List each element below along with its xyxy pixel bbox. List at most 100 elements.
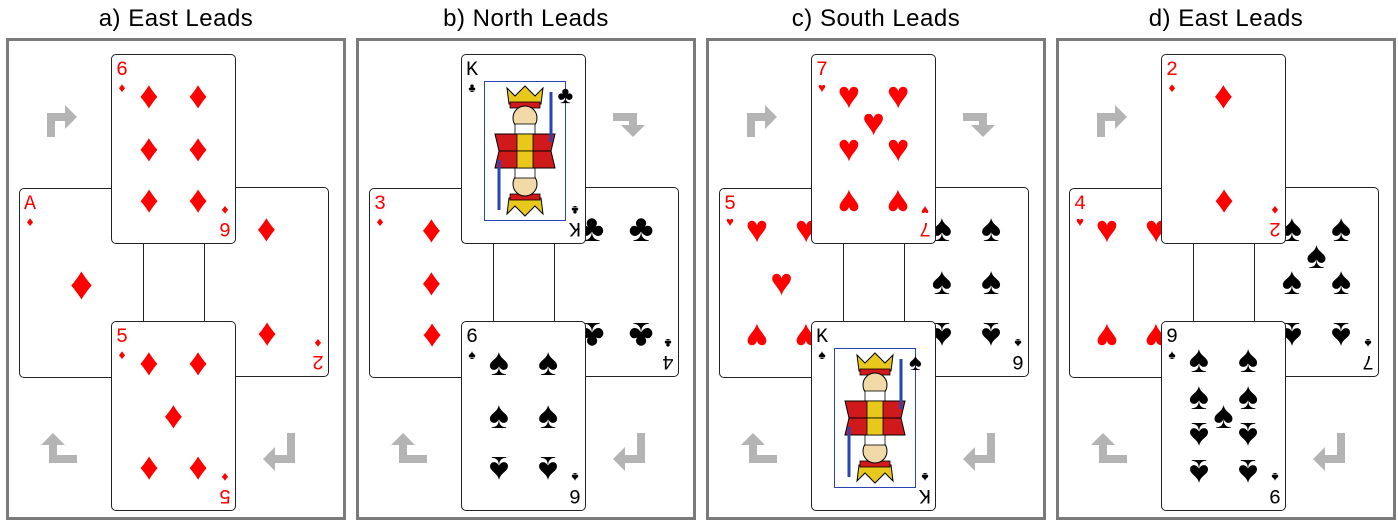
card-rank: 6	[1012, 350, 1024, 370]
trick-panel: A♦A♦♦2♦2♦♦♦6♦6♦♦♦♦♦♦♦5♦5♦♦♦♦♦♦	[6, 38, 346, 520]
spades-pip-icon: ♠	[1331, 210, 1351, 248]
clubs-suit-icon: ♣	[571, 203, 579, 216]
card-index: 6♠	[569, 470, 581, 504]
turn-arrow-icon	[1089, 429, 1131, 478]
card-rank: 6	[466, 328, 478, 348]
card-index: K♣	[466, 61, 478, 95]
diamonds-pip-icon: ♦	[188, 183, 207, 221]
hearts-pip-icon: ♥	[838, 77, 861, 115]
card-rank: 7	[816, 61, 828, 81]
card-index: 6♠	[1012, 336, 1024, 370]
hearts-pip-icon: ♥	[770, 264, 793, 302]
hearts-suit-icon: ♥	[1076, 216, 1084, 229]
diamonds-pip-icon: ♦	[139, 450, 158, 488]
card-index: K♠	[816, 328, 828, 362]
turn-arrow-icon	[389, 429, 431, 478]
diamonds-pip-icon: ♦	[422, 317, 441, 355]
spades-suit-icon: ♠	[1364, 336, 1372, 349]
panel-title: d) East Leads	[1056, 5, 1396, 33]
card-index: 4♣	[662, 336, 674, 370]
spades-pip-icon: ♠	[1238, 378, 1258, 416]
hearts-suit-icon: ♥	[726, 216, 734, 229]
turn-arrow-icon	[739, 429, 781, 478]
spades-pip-icon: ♠	[1306, 237, 1326, 275]
card-rank: 4	[1074, 195, 1086, 215]
spades-suit-icon: ♠	[571, 470, 579, 483]
card-index: 7♥	[816, 61, 828, 95]
playing-card-north: 6♦6♦♦♦♦♦♦♦	[111, 54, 236, 244]
spades-pip-icon: ♠	[1213, 397, 1233, 435]
card-rank: 5	[219, 484, 231, 504]
clubs-suit-icon: ♣	[557, 84, 573, 108]
turn-arrow-icon	[609, 429, 651, 478]
diamonds-suit-icon: ♦	[1168, 82, 1176, 95]
diamonds-pip-icon: ♦	[139, 183, 158, 221]
spades-pip-icon: ♠	[981, 316, 1001, 354]
spades-pip-icon: ♠	[489, 397, 509, 435]
diamonds-pip-icon: ♦	[188, 344, 207, 382]
spades-suit-icon: ♠	[909, 351, 922, 375]
spades-pip-icon: ♠	[1331, 316, 1351, 354]
hearts-suit-icon: ♥	[818, 82, 826, 95]
trick-panel: 4♥4♥♥♥♥♥7♠7♠♠♠♠♠♠♠♠2♦2♦♦♦9♠9♠♠♠♠♠♠♠♠♠♠	[1056, 38, 1396, 520]
hearts-pip-icon: ♥	[1096, 317, 1119, 355]
diamonds-suit-icon: ♦	[221, 203, 229, 216]
card-index: 5♥	[724, 195, 736, 229]
diamonds-pip-icon: ♦	[1214, 77, 1233, 115]
diamonds-suit-icon: ♦	[118, 82, 126, 95]
spades-pip-icon: ♠	[932, 263, 952, 301]
turn-arrow-icon	[1309, 429, 1351, 478]
card-index: 9♠	[1166, 328, 1178, 362]
spades-pip-icon: ♠	[981, 263, 1001, 301]
turn-arrow-icon	[959, 429, 1001, 478]
card-index: 3♦	[374, 195, 386, 229]
diamonds-suit-icon: ♦	[1271, 203, 1279, 216]
card-index: 2♦	[1269, 203, 1281, 237]
card-rank: K	[816, 328, 828, 348]
playing-card-south: 9♠9♠♠♠♠♠♠♠♠♠♠	[1161, 321, 1286, 511]
diamonds-pip-icon: ♦	[422, 264, 441, 302]
card-rank: 7	[1362, 350, 1374, 370]
playing-card-north: 7♥7♥♥♥♥♥♥♥♥	[811, 54, 936, 244]
diamonds-pip-icon: ♦	[139, 130, 158, 168]
playing-card-south: K♠K♠ ♠	[811, 321, 936, 511]
diamonds-suit-icon: ♦	[314, 336, 322, 349]
trick-panel: 5♥5♥♥♥♥♥♥6♠6♠♠♠♠♠♠♠7♥7♥♥♥♥♥♥♥♥K♠K♠ ♠	[706, 38, 1046, 520]
clubs-pip-icon: ♣	[629, 316, 654, 354]
playing-card-north: 2♦2♦♦♦	[1161, 54, 1286, 244]
card-rank: 9	[1269, 484, 1281, 504]
card-rank: 2	[1166, 61, 1178, 81]
spades-pip-icon: ♠	[538, 397, 558, 435]
diamonds-pip-icon: ♦	[139, 77, 158, 115]
card-index: A♦	[24, 195, 36, 229]
spades-pip-icon: ♠	[1238, 453, 1258, 491]
spades-pip-icon: ♠	[1282, 263, 1302, 301]
spades-pip-icon: ♠	[1189, 416, 1209, 454]
card-index: 6♠	[466, 328, 478, 362]
spades-pip-icon: ♠	[489, 450, 509, 488]
hearts-suit-icon: ♥	[921, 203, 929, 216]
diamonds-pip-icon: ♦	[257, 210, 276, 248]
card-rank: 9	[1166, 328, 1178, 348]
turn-arrow-icon	[739, 99, 781, 148]
spades-pip-icon: ♠	[538, 450, 558, 488]
spades-pip-icon: ♠	[538, 344, 558, 382]
card-rank: 6	[219, 217, 231, 237]
spades-pip-icon: ♠	[1238, 341, 1258, 379]
spades-pip-icon: ♠	[981, 210, 1001, 248]
card-rank: 5	[116, 328, 128, 348]
diamonds-pip-icon: ♦	[188, 450, 207, 488]
diamonds-pip-icon: ♦	[1214, 183, 1233, 221]
diamonds-suit-icon: ♦	[26, 216, 34, 229]
diamonds-pip-icon: ♦	[139, 344, 158, 382]
spades-pip-icon: ♠	[1331, 263, 1351, 301]
card-rank: K	[569, 217, 581, 237]
card-rank: 2	[312, 350, 324, 370]
spades-suit-icon: ♠	[1168, 349, 1176, 362]
spades-suit-icon: ♠	[921, 470, 929, 483]
hearts-pip-icon: ♥	[838, 130, 861, 168]
card-index: K♣	[569, 203, 581, 237]
clubs-suit-icon: ♣	[468, 82, 476, 95]
hearts-pip-icon: ♥	[838, 183, 861, 221]
playing-card-south: 6♠6♠♠♠♠♠♠♠	[461, 321, 586, 511]
